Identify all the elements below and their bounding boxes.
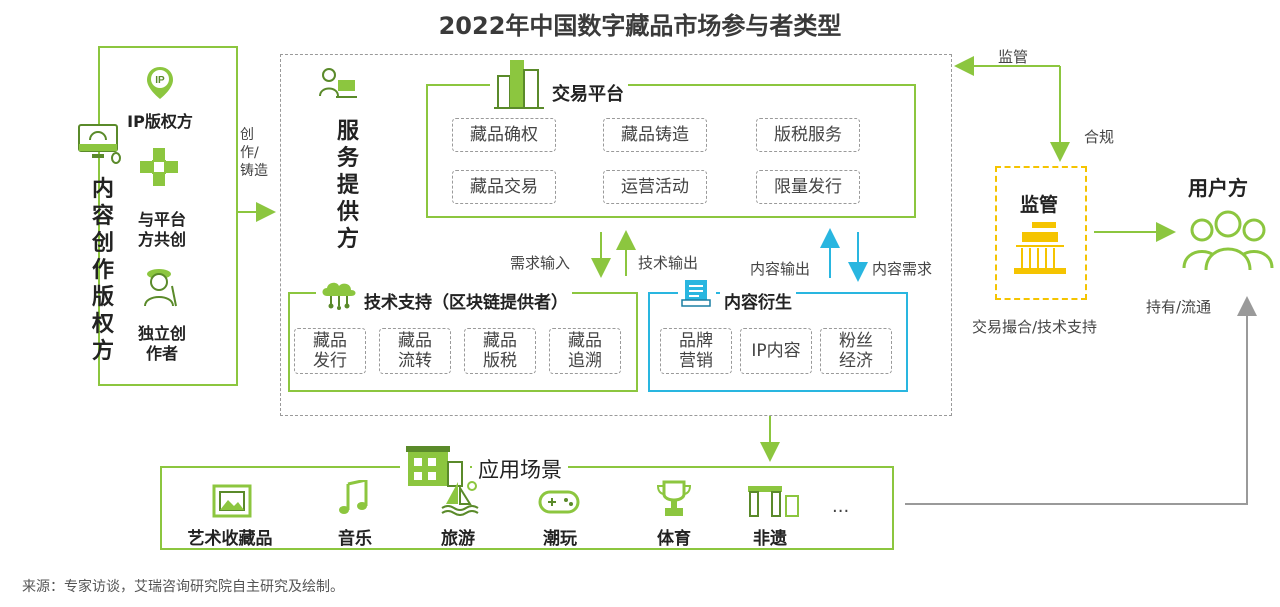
gamepad-icon: [538, 488, 580, 520]
hold-circulate-label: 持有/流通: [1146, 298, 1212, 316]
content-tag: 粉丝经济: [820, 328, 892, 374]
service-vertical-label: 服务提供方: [336, 119, 359, 252]
scene-item: 潮玩: [543, 529, 577, 549]
tech-tag: 藏品流转: [379, 328, 451, 374]
regulator-building-icon: [1012, 222, 1068, 280]
svg-text:IP: IP: [155, 75, 165, 86]
ip-pin-icon: IP: [146, 66, 174, 104]
sailboat-icon: [440, 480, 480, 520]
regulator-box: [995, 166, 1087, 300]
buildings-icon: [490, 56, 548, 114]
creator-item-independent: 独立创作者: [137, 324, 186, 363]
tech-tag: 藏品发行: [294, 328, 366, 374]
trading-platform-title: 交易平台: [548, 80, 628, 106]
trading-tag: 藏品铸造: [603, 118, 707, 152]
scenes-to-user-arrow: [905, 296, 1257, 505]
creator-vertical-label: 内容创作版权方: [91, 177, 114, 364]
regulator-title: 监管: [1019, 194, 1058, 216]
scene-more: ...: [832, 496, 850, 517]
scenes-title: 应用场景: [472, 454, 568, 484]
tech-tag: 藏品版税: [464, 328, 536, 374]
scene-item: 音乐: [338, 529, 372, 549]
source-note: 来源：专家访谈，艾瑞咨询研究院自主研究及绘制。: [22, 579, 344, 595]
music-note-icon: [338, 478, 372, 520]
art-frame-icon: [212, 484, 252, 522]
scene-item: 非遗: [753, 529, 787, 549]
creator-panel: [98, 46, 238, 386]
heritage-stones-icon: [746, 484, 800, 522]
service-person-icon: [318, 66, 358, 104]
computer-design-icon: [76, 122, 122, 168]
tech-support-title: 技术支持（区块链提供者）: [360, 288, 572, 313]
compliance-label: 合规: [1084, 128, 1115, 146]
scene-item: 旅游: [441, 529, 475, 549]
matching-tech-label: 交易撮合/技术支持: [972, 318, 1098, 336]
service-provider-box: [280, 54, 952, 416]
page-title: 2022年中国数字藏品市场参与者类型: [438, 12, 842, 40]
blockchain-cloud-icon: [316, 280, 362, 314]
trading-tag: 藏品确权: [452, 118, 556, 152]
trading-tag: 运营活动: [603, 170, 707, 204]
create-arrow-label: 创作/铸造: [240, 127, 268, 179]
trading-tag: 版税服务: [756, 118, 860, 152]
scene-item: 艺术收藏品: [187, 529, 273, 549]
supervise-label: 监管: [998, 48, 1029, 66]
users-group-icon: [1180, 206, 1276, 276]
trophy-icon: [656, 480, 692, 522]
artist-icon: [140, 266, 178, 312]
creator-item-ip: IP版权方: [127, 112, 193, 131]
tech-tag: 藏品追溯: [549, 328, 621, 374]
content-derivative-title: 内容衍生: [720, 288, 796, 313]
trading-tag: 限量发行: [756, 170, 860, 204]
trading-tag: 藏品交易: [452, 170, 556, 204]
trading-platform-box: [426, 84, 916, 218]
demand-in-label: 需求输入: [510, 254, 571, 272]
cocreate-blocks-icon: [138, 146, 180, 192]
content-out-label: 内容输出: [750, 260, 811, 278]
scenes-building-icon: [400, 444, 470, 492]
content-demand-label: 内容需求: [872, 260, 933, 278]
content-doc-icon: [678, 278, 716, 312]
scene-item: 体育: [657, 529, 691, 549]
tech-out-label: 技术输出: [638, 254, 699, 272]
user-title: 用户方: [1188, 176, 1248, 200]
content-tag: 品牌营销: [660, 328, 732, 374]
content-tag: IP内容: [740, 328, 812, 374]
creator-item-cocreate: 与平台方共创: [137, 210, 186, 249]
